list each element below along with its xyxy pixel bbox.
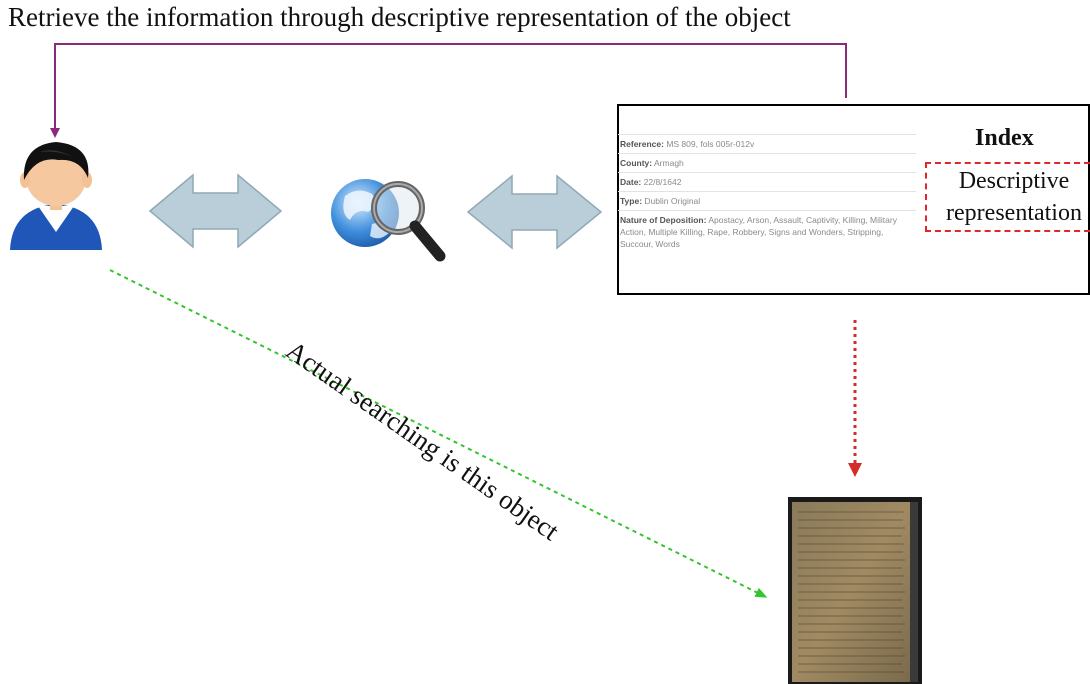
green-dotted-arrow bbox=[109, 269, 768, 598]
record-key: Nature of Deposition: bbox=[620, 215, 707, 225]
descriptive-representation-label: Descriptive representation bbox=[929, 165, 1090, 229]
index-title: Index bbox=[975, 125, 1034, 151]
record-value: 22/8/1642 bbox=[643, 177, 682, 187]
descriptive-representation-box bbox=[925, 162, 1090, 232]
globe-search-icon bbox=[331, 179, 446, 262]
record-key: Reference: bbox=[620, 139, 664, 149]
record-value: Armagh bbox=[654, 158, 684, 168]
record-value: Dublin Original bbox=[644, 196, 701, 206]
record-row-reference: Reference: MS 809, fols 005r-012v bbox=[618, 134, 916, 153]
record-value: Apostacy, Arson, Assault, Captivity, Kil… bbox=[620, 215, 897, 249]
index-record: Reference: MS 809, fols 005r-012v County… bbox=[618, 134, 916, 253]
record-row-nature: Nature of Deposition: Apostacy, Arson, A… bbox=[618, 210, 916, 253]
descriptive-line-2: representation bbox=[946, 200, 1082, 226]
double-arrow-left bbox=[148, 173, 283, 249]
record-value: MS 809, fols 005r-012v bbox=[666, 139, 755, 149]
record-key: County: bbox=[620, 158, 653, 168]
diagram-title: Retrieve the information through descrip… bbox=[8, 2, 791, 32]
record-row-type: Type: Dublin Original bbox=[618, 191, 916, 210]
top-feedback-arrow bbox=[50, 43, 847, 138]
user-icon bbox=[10, 142, 102, 250]
manuscript-image bbox=[788, 497, 922, 684]
double-arrow-right bbox=[466, 174, 603, 250]
record-row-county: County: Armagh bbox=[618, 153, 916, 172]
index-record-panel bbox=[617, 104, 1090, 295]
descriptive-line-1: Descriptive bbox=[958, 168, 1070, 194]
record-key: Type: bbox=[620, 196, 643, 206]
record-row-date: Date: 22/8/1642 bbox=[618, 172, 916, 191]
record-key: Date: bbox=[620, 177, 642, 187]
